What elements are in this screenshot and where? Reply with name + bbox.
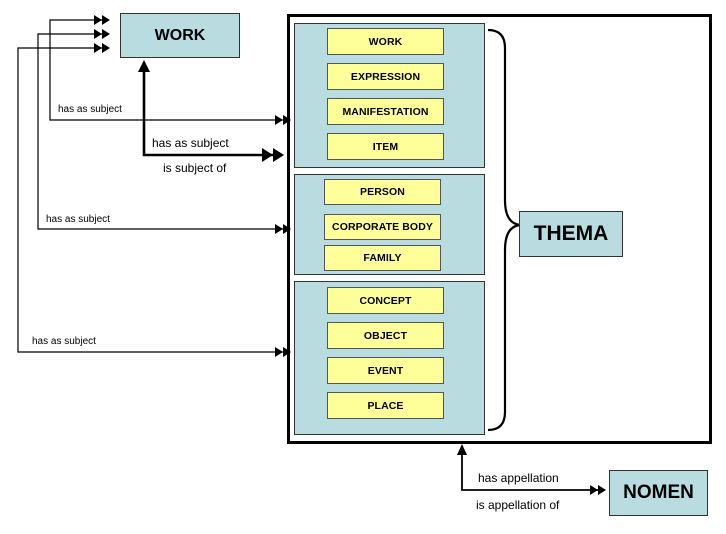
box-concept: CONCEPT (327, 287, 444, 314)
relation-line-4 (17, 43, 291, 357)
box-family: FAMILY (324, 245, 441, 271)
appellation-label-b: is appellation of (476, 498, 560, 512)
work-entity-label: WORK (154, 26, 206, 44)
appellation-label-a: has appellation (478, 471, 559, 485)
thema-frame (287, 14, 712, 444)
nomen-box: NOMEN (609, 470, 708, 516)
relation-label-2a: has as subject (152, 136, 229, 150)
work-entity-box: WORK (120, 13, 240, 58)
box-place: PLACE (327, 392, 444, 419)
relation-label-2b: is subject of (163, 161, 227, 175)
thema-label: THEMA (533, 222, 609, 245)
box-person: PERSON (324, 179, 441, 205)
nomen-label: NOMEN (623, 482, 694, 503)
relation-label-4: has as subject (32, 336, 96, 347)
box-work: WORK (327, 28, 444, 55)
appellation-line (457, 444, 606, 495)
box-item: ITEM (327, 133, 444, 160)
box-object: OBJECT (327, 322, 444, 349)
relation-line-2 (138, 60, 284, 162)
relation-label-1: has as subject (58, 104, 122, 115)
box-event: EVENT (327, 357, 444, 384)
thema-box: THEMA (519, 211, 623, 257)
box-corporate-body: CORPORATE BODY (324, 214, 441, 240)
relation-label-3: has as subject (46, 214, 110, 225)
box-manifestation: MANIFESTATION (327, 98, 444, 125)
box-expression: EXPRESSION (327, 63, 444, 90)
relation-line-3 (37, 29, 291, 234)
